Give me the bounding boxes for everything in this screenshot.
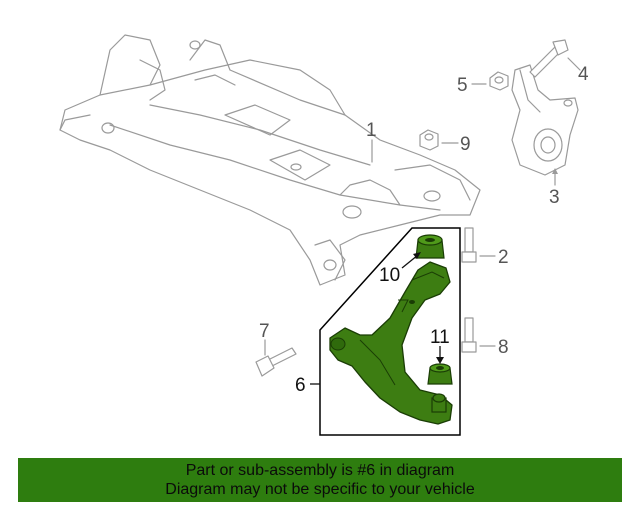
ball-joint [431,393,447,413]
nut-part-5 [489,71,509,91]
callout-9: 9 [460,134,471,155]
callout-2: 2 [498,247,509,268]
parts-diagram: 1 3 4 5 9 2 8 [59,34,589,436]
callout-11: 11 [430,327,450,348]
bolt-part-8 [461,317,477,353]
notice-banner: Part or sub-assembly is #6 in diagram Di… [18,458,622,502]
callout-5: 5 [457,75,468,96]
callout-10: 10 [379,265,400,286]
control-arm-assembly-6[interactable] [319,227,461,436]
subframe-crossmember [59,34,481,286]
callout-4: 4 [578,64,589,85]
steering-knuckle [511,64,579,176]
bolt-part-2 [461,227,477,263]
callout-1: 1 [366,120,377,141]
lower-control-arm [329,261,453,425]
callout-leader-10 [401,254,419,269]
bolt-part-7 [255,347,297,377]
nut-part-9 [419,129,439,151]
callout-7: 7 [259,321,270,342]
callout-leader-4 [567,57,581,71]
bushing-part-10 [415,234,445,259]
notice-line-2: Diagram may not be specific to your vehi… [165,481,475,498]
notice-line-1: Part or sub-assembly is #6 in diagram [185,462,455,479]
callout-6: 6 [295,375,306,396]
assembly-frame [319,227,461,436]
bushing-part-11 [427,363,453,385]
callout-8: 8 [498,337,509,358]
callout-3: 3 [549,187,560,208]
bolt-part-4 [529,39,569,78]
